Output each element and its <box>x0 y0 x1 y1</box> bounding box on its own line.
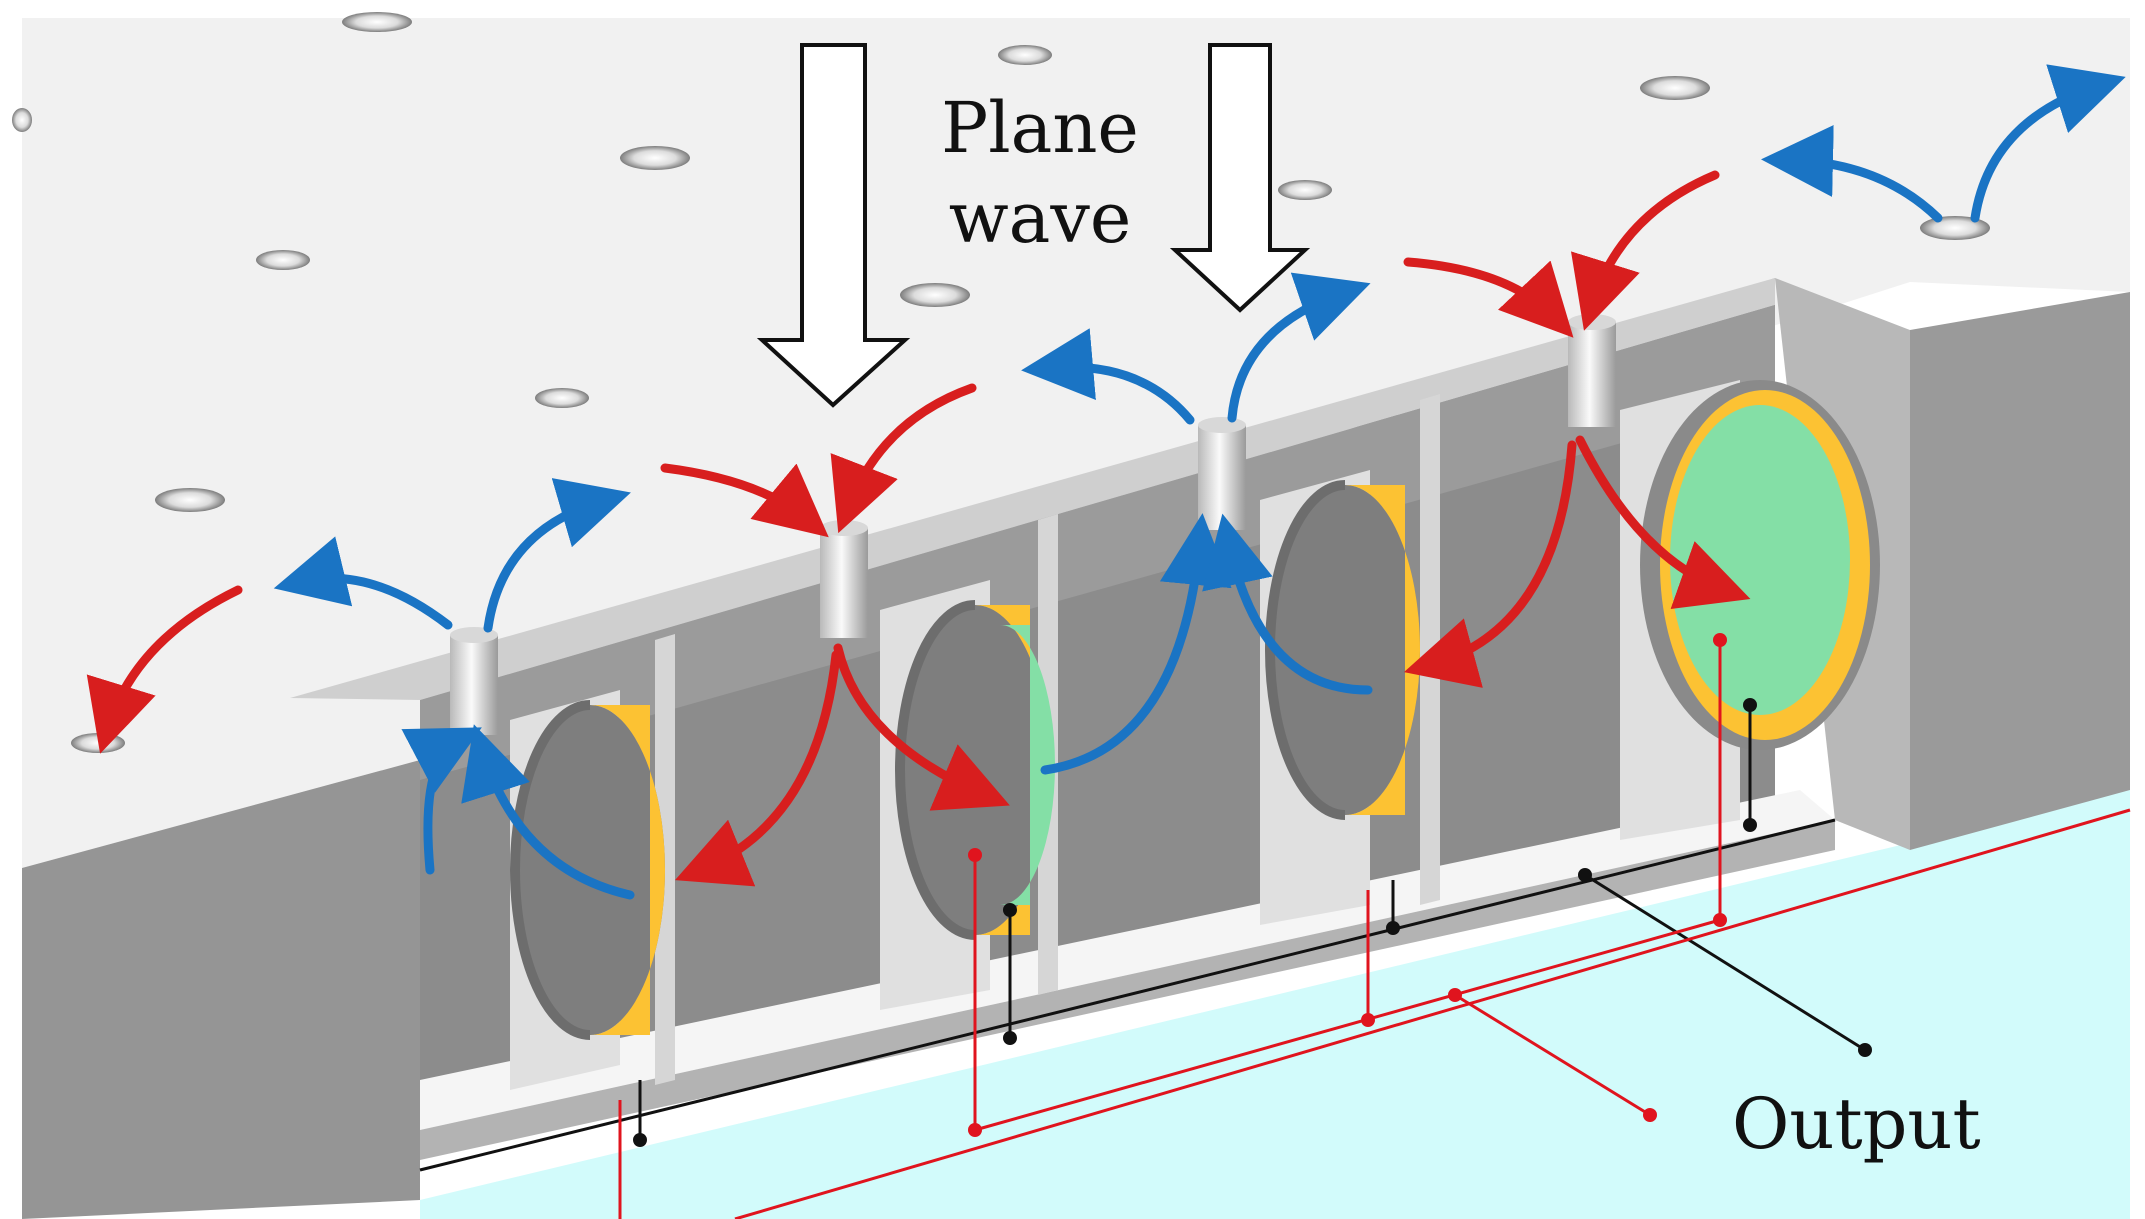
red-inflow-arrow-icon <box>1575 435 1751 609</box>
right-block-front <box>1910 292 2130 850</box>
connection-node-icon <box>1858 1043 1872 1057</box>
plane-wave-arrows <box>756 43 1311 408</box>
red-inflow-arrow-icon <box>86 585 243 754</box>
vent-hole-icon <box>900 283 970 307</box>
blue-outflow-arrow-icon <box>273 536 453 630</box>
blue-outflow-arrow-icon <box>1227 272 1371 423</box>
black-output-lead <box>1584 873 1866 1052</box>
plane-wave-arrow-icon <box>1169 43 1311 313</box>
blue-outflow-arrow-icon <box>1021 328 1195 425</box>
vent-hole-icon <box>1278 180 1332 200</box>
red-inflow-arrow-icon <box>660 463 829 538</box>
connection-node-icon <box>968 1123 982 1137</box>
bottom-lip <box>420 820 1835 1160</box>
red-inflow-arrow-icon <box>1403 257 1574 338</box>
red-inflow-arrow-icon <box>833 643 1010 811</box>
connection-node-icon <box>1743 818 1757 832</box>
blue-outflow-arrow-icon <box>401 727 482 875</box>
blue-outflow-arrow-icon <box>1761 125 1943 223</box>
red-inflow-arrow-icon <box>1403 440 1577 688</box>
vent-hole-icon <box>998 45 1052 65</box>
vent-hole-icon <box>155 488 225 512</box>
connection-node-icon <box>1743 698 1757 712</box>
partition-3 <box>1420 394 1440 905</box>
vent-holes <box>12 12 1990 753</box>
membrane-3 <box>1265 480 1420 820</box>
plane-wave-label-line1: Plane <box>941 87 1139 169</box>
vent-hole-icon <box>1640 76 1710 100</box>
inflow-arrows <box>86 170 1751 887</box>
red-inflow-arrow-icon <box>1571 170 1720 331</box>
red-inflow-arrow-icon <box>830 383 977 534</box>
left-block <box>22 760 420 1219</box>
cavity-floor <box>420 790 1835 1130</box>
connection-nodes <box>633 633 1872 1147</box>
neck-3 <box>1198 425 1246 530</box>
plane-wave-arrow-icon <box>756 43 911 408</box>
connection-node-icon <box>1713 633 1727 647</box>
connection-node-icon <box>968 848 982 862</box>
plane-wave-label-line2: wave <box>949 177 1132 259</box>
outflow-arrows <box>273 64 2126 900</box>
connection-node-icon <box>1713 913 1727 927</box>
connection-node-icon <box>633 1133 647 1147</box>
membrane-1 <box>510 700 665 1040</box>
red-bus-line-2 <box>974 918 1721 1132</box>
output-label: Output <box>1732 1083 1981 1165</box>
connection-node-icon <box>1003 1031 1017 1045</box>
vent-hole-icon <box>71 733 125 753</box>
connection-node-icon <box>1448 988 1462 1002</box>
partition-1 <box>655 634 675 1085</box>
vent-hole-icon <box>535 388 589 408</box>
red-output-lead <box>1454 993 1651 1117</box>
connection-node-icon <box>1386 921 1400 935</box>
vent-hole-icon <box>1920 216 1990 240</box>
red-bus-line <box>734 808 2131 1219</box>
membranes <box>510 380 1880 1040</box>
air-channel <box>420 790 2130 1219</box>
vent-hole-icon <box>620 146 690 170</box>
blue-outflow-arrow-icon <box>483 478 631 633</box>
slab-edge <box>290 278 1775 700</box>
blue-outflow-arrow-icon <box>1040 513 1232 775</box>
blue-outflow-arrow-icon <box>1970 64 2126 223</box>
wiring <box>419 640 2131 1219</box>
vent-hole-icon <box>12 108 32 132</box>
blue-outflow-arrow-icon <box>1202 513 1373 695</box>
neck-4 <box>1568 322 1616 427</box>
connection-node-icon <box>1578 868 1592 882</box>
neck-1 <box>450 635 498 735</box>
vent-hole-icon <box>342 12 412 32</box>
connection-node-icon <box>1361 1013 1375 1027</box>
connection-node-icon <box>1643 1108 1657 1122</box>
membrane-4 <box>1640 380 1880 750</box>
red-inflow-arrow-icon <box>674 650 841 887</box>
neck-2 <box>820 528 868 638</box>
connection-node-icon <box>1003 903 1017 917</box>
vent-hole-icon <box>256 250 310 270</box>
blue-outflow-arrow-icon <box>461 724 635 900</box>
black-bus-line <box>419 818 1836 1172</box>
